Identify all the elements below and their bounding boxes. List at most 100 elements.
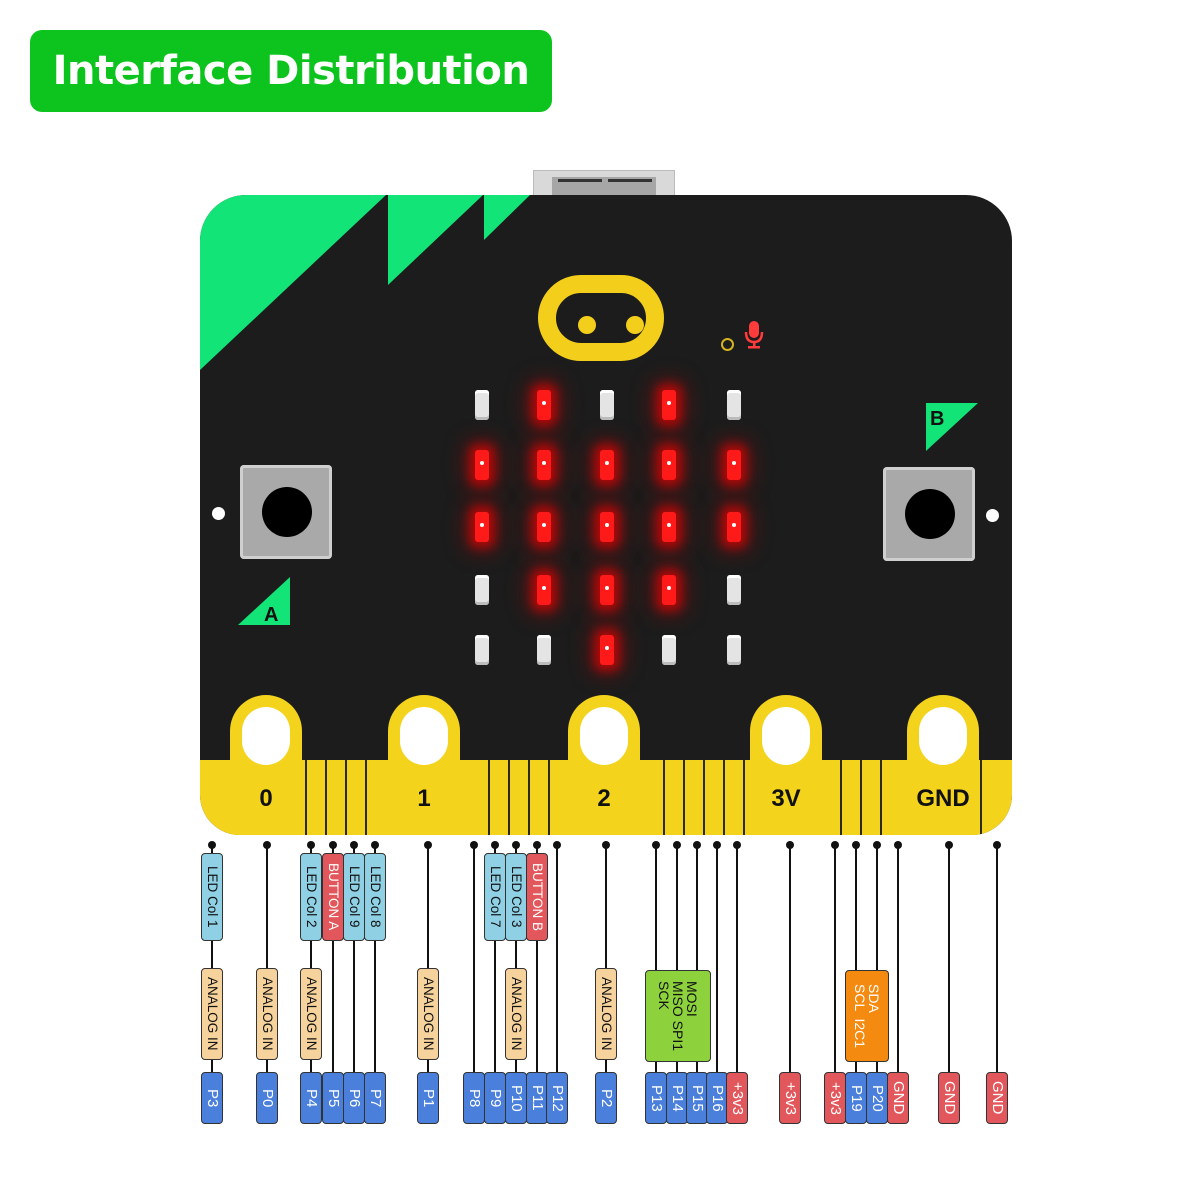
pin-label: P6 — [346, 1088, 363, 1108]
edge-pad-3v[interactable]: 3V — [750, 695, 822, 835]
mount-hole-left — [212, 507, 225, 520]
pin-p15[interactable]: P15 — [686, 1072, 708, 1124]
pin-p12[interactable]: P12 — [546, 1072, 568, 1124]
label-analog-in: ANALOG IN — [201, 968, 223, 1060]
pin-p6[interactable]: P6 — [343, 1072, 365, 1124]
edge-strip — [528, 760, 530, 835]
pin-label: P8 — [466, 1088, 483, 1108]
pin-p7[interactable]: P7 — [364, 1072, 386, 1124]
pin-label: P12 — [549, 1084, 566, 1112]
pin-wire — [676, 845, 678, 1072]
pin-3v3[interactable]: +3v3 — [824, 1072, 846, 1124]
pin-p9[interactable]: P9 — [484, 1072, 506, 1124]
pin-label: +3v3 — [827, 1081, 844, 1115]
pin-label: P9 — [487, 1088, 504, 1108]
pin-p19[interactable]: P19 — [845, 1072, 867, 1124]
led-r1-c2 — [537, 390, 551, 420]
pin-label: P0 — [259, 1088, 276, 1108]
page-title: Interface Distribution — [52, 48, 530, 94]
pin-label: +3v3 — [782, 1081, 799, 1115]
label-button-b: BUTTON B — [526, 853, 548, 941]
pin-p5[interactable]: P5 — [322, 1072, 344, 1124]
edge-pad-2[interactable]: 2 — [568, 695, 640, 835]
edge-pad-0[interactable]: 0 — [230, 695, 302, 835]
pin-wire — [473, 845, 475, 1072]
edge-pad-1[interactable]: 1 — [388, 695, 460, 835]
label-text: SDA SCL I2C1 — [852, 983, 882, 1049]
label-led-col-7: LED Col 7 — [484, 853, 506, 941]
pin-p3[interactable]: P3 — [201, 1072, 223, 1124]
pin-label: P5 — [325, 1088, 342, 1108]
title-badge: Interface Distribution — [30, 30, 552, 112]
edge-strip — [345, 760, 347, 835]
mic-hole-icon — [721, 338, 734, 351]
pin-p1[interactable]: P1 — [417, 1072, 439, 1124]
pin-label: P11 — [529, 1085, 546, 1111]
led-r1-c5 — [727, 390, 741, 420]
pin-wire — [211, 845, 213, 1072]
led-r2-c1 — [475, 450, 489, 480]
pin-gnd[interactable]: GND — [986, 1072, 1008, 1124]
pin-p2[interactable]: P2 — [595, 1072, 617, 1124]
pin-p10[interactable]: P10 — [505, 1072, 527, 1124]
edge-strip — [488, 760, 490, 835]
button-a[interactable] — [240, 465, 332, 559]
label-text: LED Col 9 — [347, 866, 362, 928]
edge-strip — [980, 760, 982, 835]
pin-p16[interactable]: P16 — [706, 1072, 728, 1124]
label-led-col-2: LED Col 2 — [300, 853, 322, 941]
pin-wire — [655, 845, 657, 1072]
pin-wire — [605, 845, 607, 1072]
pin-p4[interactable]: P4 — [300, 1072, 322, 1124]
edge-strip — [880, 760, 882, 835]
pin-wire — [996, 845, 998, 1072]
led-r3-c4 — [662, 512, 676, 542]
microbit-logo-touch[interactable] — [538, 275, 664, 361]
pin-3v3[interactable]: +3v3 — [779, 1072, 801, 1124]
pin-3v3[interactable]: +3v3 — [726, 1072, 748, 1124]
edge-strip — [663, 760, 665, 835]
button-b[interactable] — [883, 467, 975, 561]
led-r2-c3 — [600, 450, 614, 480]
edge-strip — [743, 760, 745, 835]
pin-wire — [789, 845, 791, 1072]
edge-strip — [683, 760, 685, 835]
board-accent-stripes — [200, 195, 530, 370]
pin-label: P2 — [598, 1088, 615, 1108]
pin-label: P14 — [669, 1084, 686, 1112]
pin-p8[interactable]: P8 — [463, 1072, 485, 1124]
pin-gnd[interactable]: GND — [887, 1072, 909, 1124]
label-text: BUTTON B — [530, 862, 545, 931]
led-r5-c2 — [537, 635, 551, 665]
pin-wire — [494, 845, 496, 1072]
pin-wire — [948, 845, 950, 1072]
pin-label: P20 — [869, 1084, 886, 1112]
pin-p13[interactable]: P13 — [645, 1072, 667, 1124]
edge-strip — [305, 760, 307, 835]
button-b-marker: B — [926, 403, 978, 451]
led-r4-c1 — [475, 575, 489, 605]
label-text: ANALOG IN — [304, 977, 319, 1051]
edge-strip — [508, 760, 510, 835]
pin-p20[interactable]: P20 — [866, 1072, 888, 1124]
edge-pad-gnd[interactable]: GND — [907, 695, 979, 835]
pin-p14[interactable]: P14 — [666, 1072, 688, 1124]
pin-gnd[interactable]: GND — [938, 1072, 960, 1124]
pin-wire — [834, 845, 836, 1072]
led-r4-c2 — [537, 575, 551, 605]
edge-pad-label: 1 — [417, 785, 431, 812]
pin-p0[interactable]: P0 — [256, 1072, 278, 1124]
led-r5-c4 — [662, 635, 676, 665]
led-r1-c4 — [662, 390, 676, 420]
edge-strip — [548, 760, 550, 835]
led-r5-c3 — [600, 635, 614, 665]
pin-label: GND — [941, 1081, 958, 1115]
pin-label: +3v3 — [729, 1081, 746, 1115]
led-r2-c5 — [727, 450, 741, 480]
microphone-icon — [744, 321, 764, 349]
pin-p11[interactable]: P11 — [526, 1072, 548, 1124]
edge-pad-label: 3V — [771, 785, 801, 812]
pin-label: P7 — [367, 1088, 384, 1108]
led-r3-c5 — [727, 512, 741, 542]
